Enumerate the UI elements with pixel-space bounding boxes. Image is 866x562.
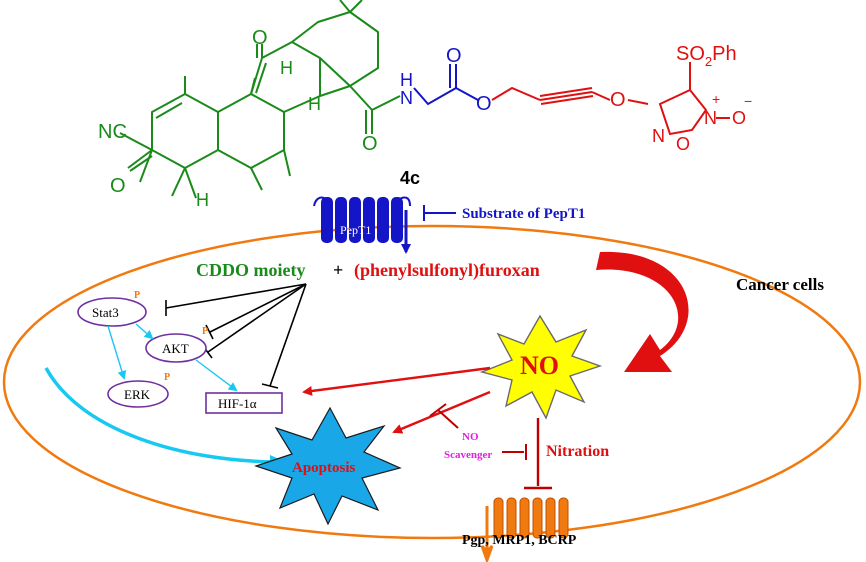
furoxan-moiety-label: (phenylsulfonyl)furoxan	[354, 260, 540, 281]
amide-oxygen: O	[362, 133, 378, 155]
substrate-label: Substrate of PepT1	[462, 206, 585, 222]
pept1-transporter	[313, 196, 411, 254]
stat3-phospho: P	[134, 290, 140, 301]
cancer-cells-label: Cancer cells	[736, 275, 824, 294]
h-label-mid: H	[308, 94, 321, 114]
furoxan-ring-oxygen: O	[676, 134, 690, 154]
akt-label: AKT	[162, 341, 189, 356]
efflux-pumps-label: Pgp, MRP1, BCRP	[462, 533, 577, 548]
furoxan-n-left: N	[652, 126, 665, 146]
pept1-label: PepT1	[340, 223, 371, 237]
no-burst	[479, 314, 603, 420]
apoptosis-burst	[254, 406, 402, 526]
efflux-pump	[493, 497, 569, 539]
no-release-arrow	[596, 251, 689, 372]
stat3-node	[77, 297, 147, 327]
so2ph-ph: Ph	[712, 43, 736, 65]
amide-nitrogen: N	[400, 88, 413, 108]
efflux-arrow	[480, 506, 494, 562]
erk-node	[107, 380, 169, 408]
amide-n: H	[400, 70, 413, 90]
ketone-ring-a-oxygen: O	[110, 175, 126, 197]
h-label-top: H	[280, 58, 293, 78]
ester-carbonyl-oxygen: O	[446, 45, 462, 67]
signal-to-apoptosis-arrow	[44, 367, 286, 469]
furoxan-plus: +	[712, 91, 720, 107]
plus-label: +	[333, 260, 343, 280]
no-to-apoptosis-arrow	[392, 390, 491, 434]
ester-oxygen: O	[476, 93, 492, 115]
cddo-label: CDDO moiety	[196, 260, 305, 280]
furoxan-n-right: N	[704, 108, 717, 128]
so2ph-sub: 2	[705, 54, 712, 69]
cddo-inhibition-lines	[165, 283, 307, 389]
erk-label: ERK	[124, 387, 151, 402]
akt-phospho: P	[202, 326, 208, 337]
kinase-signal-arrows	[107, 323, 238, 392]
no-to-hif-arrow	[302, 366, 491, 396]
erk-phospho: P	[164, 372, 170, 383]
cddo-skeleton	[119, 0, 401, 199]
cancer-cell-membrane	[2, 224, 862, 540]
cyano-label: NC	[98, 121, 127, 143]
hif-label: HIF-1α	[218, 396, 257, 411]
akt-node	[145, 333, 207, 363]
h-label-low: H	[196, 190, 209, 210]
hif-node	[205, 392, 283, 414]
nitration-label: Nitration	[546, 443, 609, 460]
no-label: NO	[520, 351, 559, 380]
furoxan-arm	[491, 62, 708, 136]
linker-chain	[413, 64, 479, 106]
furoxan-n-oxide-oxygen: O	[732, 108, 746, 128]
ketone-ring-c-oxygen: O	[252, 27, 268, 49]
stat3-label: Stat3	[92, 305, 119, 320]
apoptosis-label: Apoptosis	[292, 460, 356, 476]
so2ph-label: SO2Ph	[676, 43, 737, 69]
no-scavenger-label-2: Scavenger	[444, 449, 492, 461]
no-scavenger-label-1: NO	[462, 431, 479, 443]
scavenger-inhibit-bar-1	[429, 403, 447, 417]
ether-oxygen: O	[610, 89, 626, 111]
compound-id: 4c	[400, 168, 420, 188]
so2ph-so: SO	[676, 43, 705, 65]
scavenger-inhibit-line-1	[437, 409, 459, 429]
furoxan-minus: −	[744, 93, 752, 109]
